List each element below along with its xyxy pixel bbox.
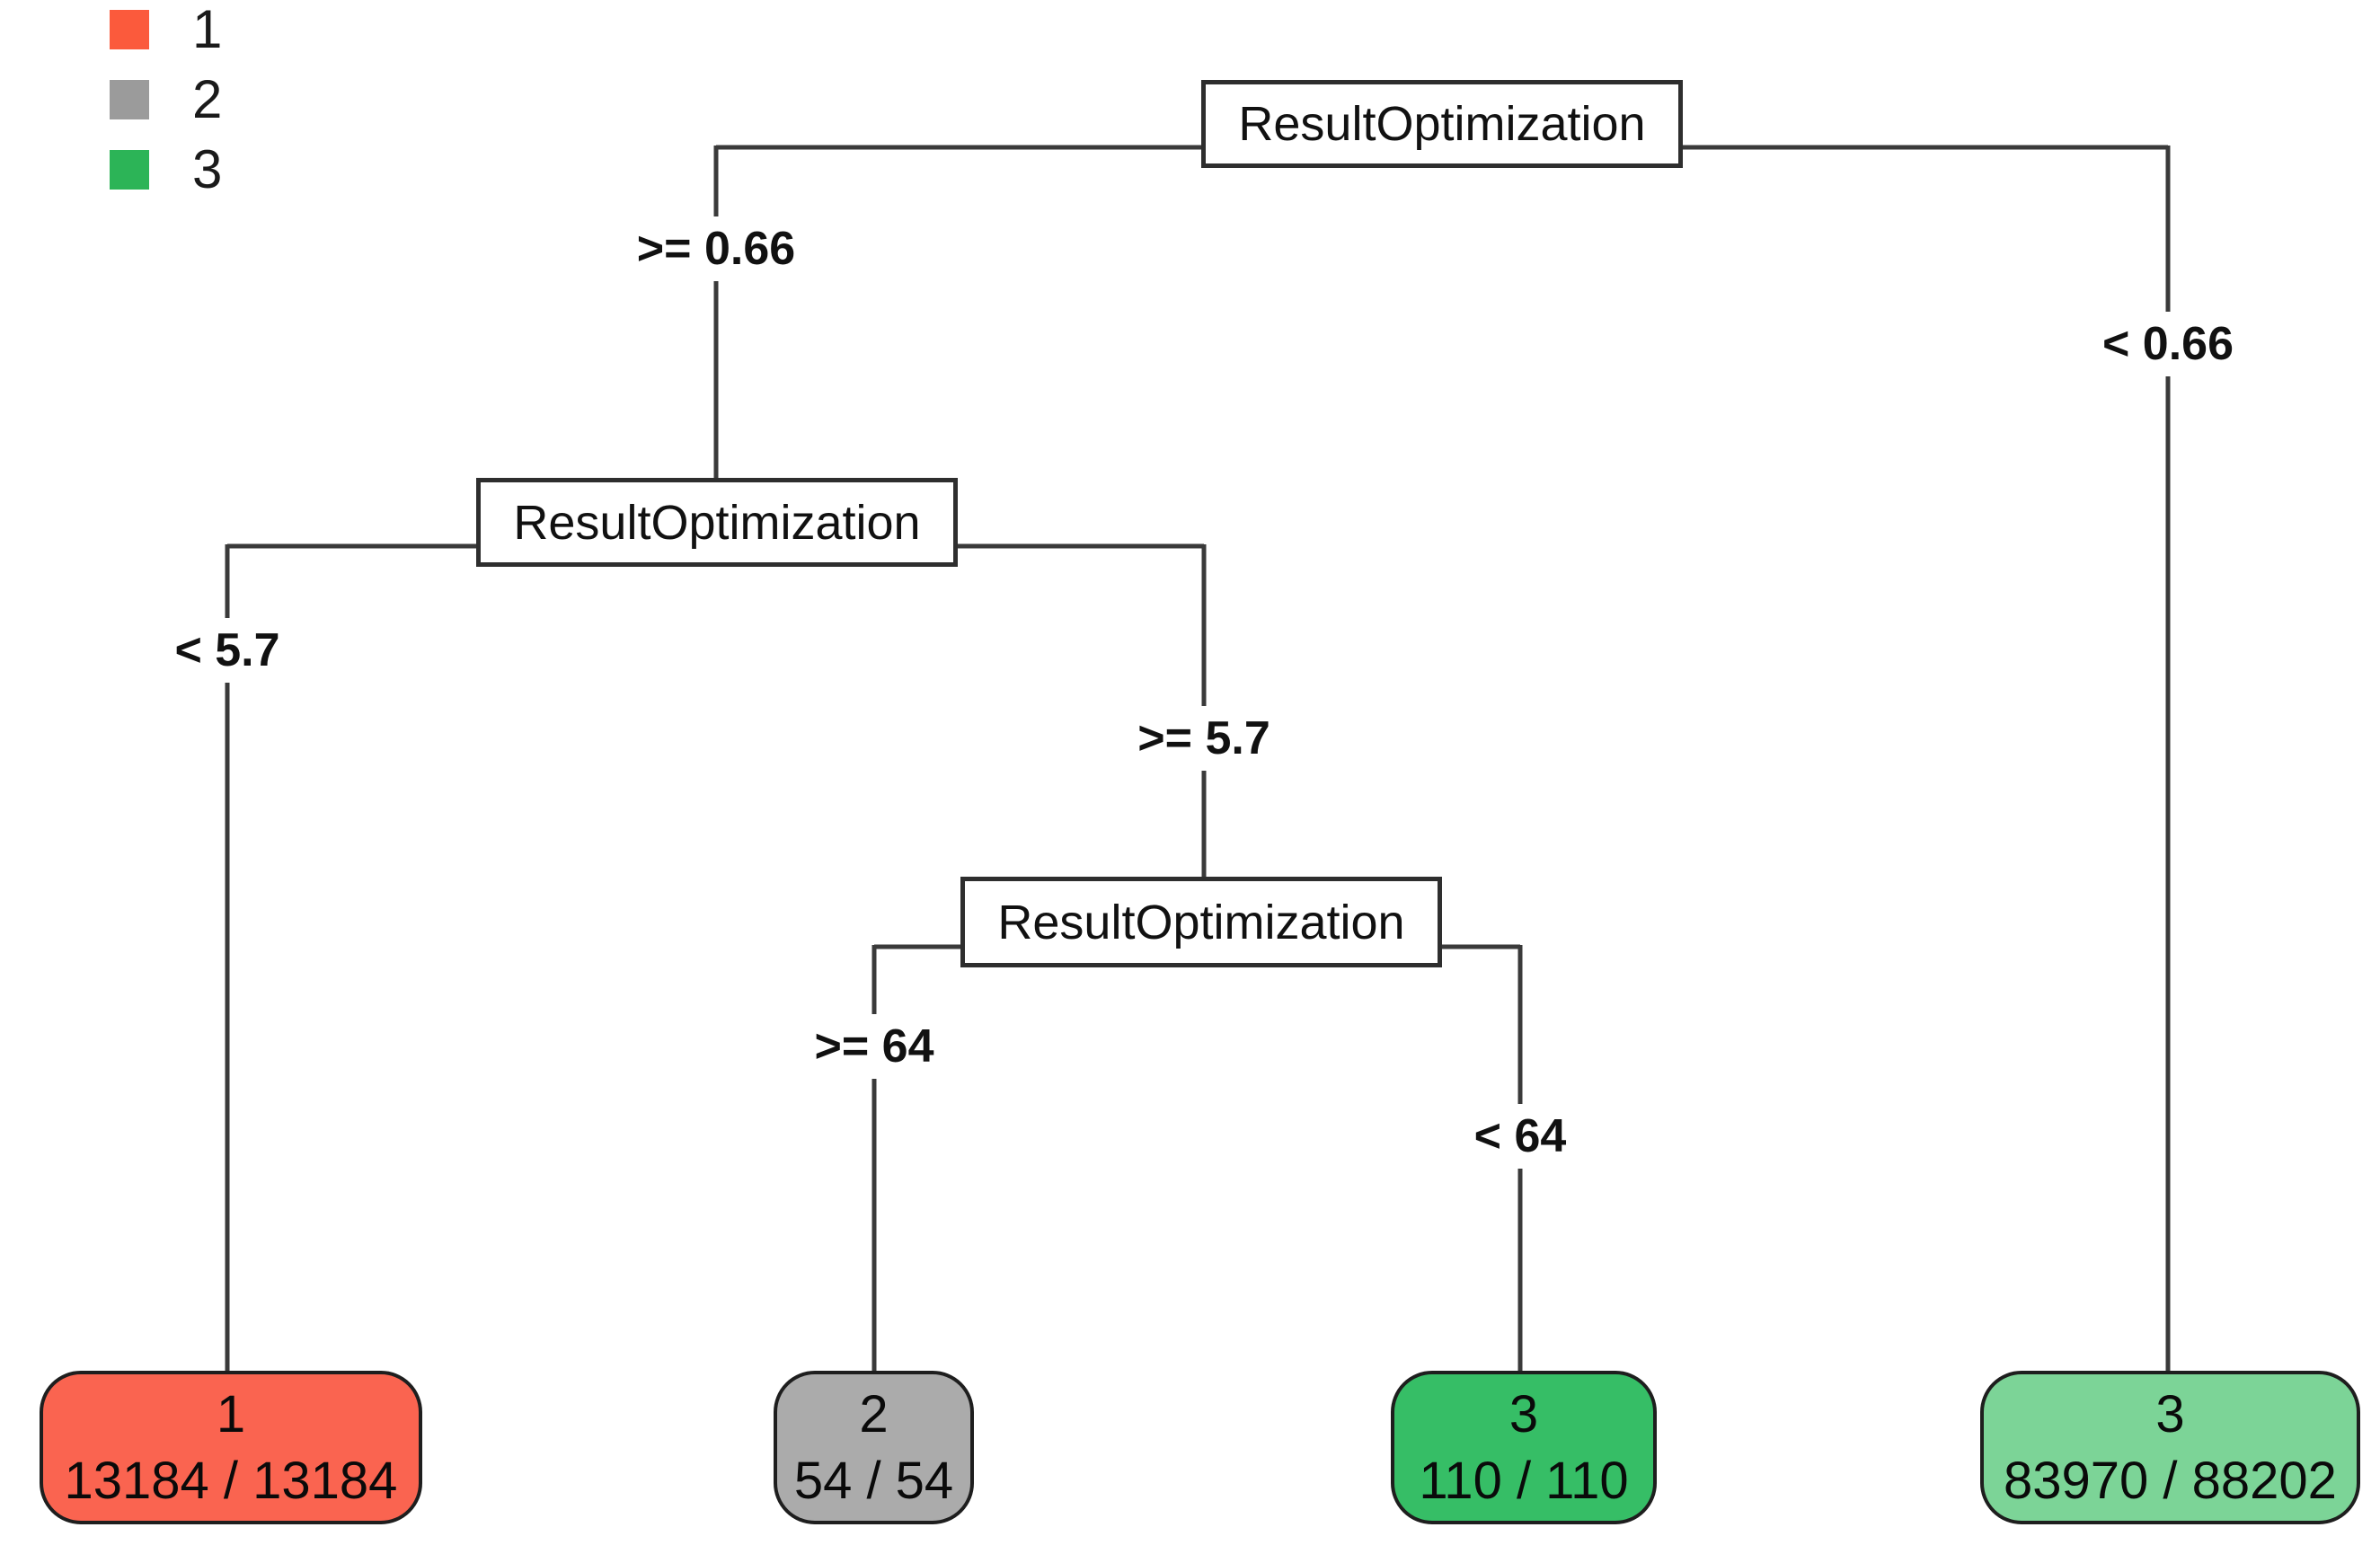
leaf-class-label: 3 [1509, 1384, 1539, 1443]
edge-label-level2-left: < 5.7 [162, 618, 293, 683]
leaf-node-class-3: 3 110 / 110 [1391, 1371, 1657, 1524]
legend-label-class-3: 3 [192, 139, 223, 199]
legend-swatch-class-2 [110, 80, 149, 119]
edge-label-root-right: < 0.66 [2089, 312, 2247, 376]
split-node-root: ResultOptimization [1201, 80, 1683, 168]
leaf-node-class-3-right: 3 83970 / 88202 [1980, 1371, 2360, 1524]
leaf-node-class-1: 1 13184 / 13184 [40, 1371, 422, 1524]
leaf-class-label: 1 [216, 1384, 246, 1443]
legend-label-class-2: 2 [192, 69, 223, 129]
legend-label-class-1: 1 [192, 0, 223, 59]
legend: 1 2 3 [110, 0, 223, 219]
split-node-level2: ResultOptimization [476, 478, 958, 567]
leaf-node-class-2: 2 54 / 54 [774, 1371, 974, 1524]
edge-label-level3-left: >= 64 [801, 1014, 947, 1079]
leaf-counts: 110 / 110 [1419, 1451, 1629, 1510]
leaf-counts: 83970 / 88202 [2004, 1451, 2337, 1510]
legend-swatch-class-3 [110, 150, 149, 190]
legend-item-class-2: 2 [110, 69, 223, 129]
legend-swatch-class-1 [110, 10, 149, 49]
edge-label-root-left: >= 0.66 [624, 216, 809, 281]
leaf-counts: 54 / 54 [793, 1451, 954, 1510]
legend-item-class-1: 1 [110, 0, 223, 59]
leaf-class-label: 2 [859, 1384, 889, 1443]
legend-item-class-3: 3 [110, 139, 223, 199]
split-node-level3: ResultOptimization [960, 877, 1442, 967]
edge-label-level3-right: < 64 [1461, 1104, 1579, 1169]
leaf-class-label: 3 [2155, 1384, 2185, 1443]
edge-label-level2-right: >= 5.7 [1125, 706, 1283, 771]
leaf-counts: 13184 / 13184 [64, 1451, 398, 1510]
